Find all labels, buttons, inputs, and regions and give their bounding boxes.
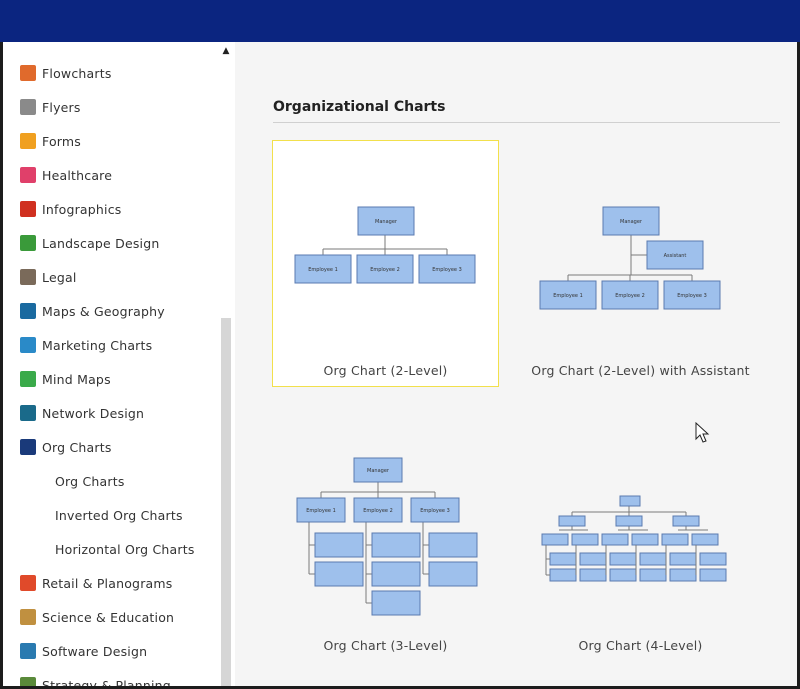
scales-icon: [20, 269, 36, 285]
sidebar-item-flowcharts[interactable]: Flowcharts: [20, 56, 195, 90]
org-chart-icon: [20, 439, 36, 455]
sidebar-item-marketing-charts[interactable]: Marketing Charts: [20, 328, 195, 362]
sidebar-item-software-design[interactable]: Software Design: [20, 634, 195, 668]
mouse-pointer-icon: [695, 422, 710, 443]
sidebar-subitem-inverted-org-charts[interactable]: Inverted Org Charts: [55, 507, 183, 523]
sidebar-item-label: Org Charts: [42, 439, 112, 455]
strategy-icon: [20, 677, 36, 686]
section-title: Organizational Charts: [273, 99, 446, 115]
flyer-icon: [20, 99, 36, 115]
employee-3-box-label: Employee 3: [677, 293, 707, 299]
manager-box-label: Manager: [375, 219, 398, 225]
flowchart-icon: [20, 65, 36, 81]
sidebar-item-label: Maps & Geography: [42, 303, 165, 319]
form-icon: [20, 133, 36, 149]
mind-map-icon: [20, 371, 36, 387]
title-bar: [0, 0, 800, 42]
employee-2-box-label: Employee 2: [615, 293, 645, 299]
infographic-icon: [20, 201, 36, 217]
science-icon: [20, 609, 36, 625]
network-icon: [20, 405, 36, 421]
sidebar-item-network-design[interactable]: Network Design: [20, 396, 195, 430]
sidebar-item-legal[interactable]: Legal: [20, 260, 195, 294]
template-org-chart-2-level-assistant[interactable]: Manager Assistant Employee 1 Employee 2 …: [528, 141, 753, 386]
sidebar-item-label: Healthcare: [42, 167, 113, 183]
org-chart-3-level-thumbnail: Manager Employee 1 Employee 2 Employee 3: [296, 457, 478, 616]
template-gallery: Organizational Charts M: [235, 42, 797, 686]
sidebar-item-healthcare[interactable]: Healthcare: [20, 158, 195, 192]
sidebar-scrollbar[interactable]: [221, 318, 231, 686]
template-label: Org Chart (3-Level): [323, 638, 448, 653]
map-icon: [20, 303, 36, 319]
employee-3-box-label: Employee 3: [420, 508, 450, 514]
employee-1-box-label: Employee 1: [553, 293, 583, 299]
template-label: Org Chart (4-Level): [578, 638, 703, 653]
sidebar-subitem-horizontal-org-charts[interactable]: Horizontal Org Charts: [55, 541, 195, 557]
template-org-chart-3-level[interactable]: Manager Employee 1 Employee 2 Employee 3…: [273, 442, 498, 686]
sidebar-item-label: Flyers: [42, 99, 81, 115]
sidebar-item-org-charts[interactable]: Org Charts: [20, 430, 195, 464]
sidebar-item-label: Mind Maps: [42, 371, 111, 387]
software-icon: [20, 643, 36, 659]
sidebar-item-label: Marketing Charts: [42, 337, 153, 353]
sidebar-item-label: Forms: [42, 133, 82, 149]
marketing-icon: [20, 337, 36, 353]
sidebar-item-maps-geography[interactable]: Maps & Geography: [20, 294, 195, 328]
sidebar-item-flyers[interactable]: Flyers: [20, 90, 195, 124]
assistant-box-label: Assistant: [664, 253, 687, 259]
healthcare-icon: [20, 167, 36, 183]
manager-box-label: Manager: [367, 468, 390, 474]
sidebar-item-label: Infographics: [42, 201, 122, 217]
sidebar-item-label: Legal: [42, 269, 77, 285]
sidebar-item-label: Network Design: [42, 405, 145, 421]
employee-1-box-label: Employee 1: [306, 508, 336, 514]
sidebar-item-science-education[interactable]: Science & Education: [20, 600, 195, 634]
sidebar-item-label: Strategy & Planning: [42, 677, 171, 687]
template-org-chart-4-level[interactable]: Org Chart (4-Level): [528, 442, 753, 686]
section-divider: [273, 122, 780, 123]
sidebar-item-retail-planograms[interactable]: Retail & Planograms: [20, 566, 195, 600]
sidebar-item-forms[interactable]: Forms: [20, 124, 195, 158]
org-chart-2-level-thumbnail: Manager Employee 1 Employee 2 Employee 3: [294, 206, 476, 284]
sidebar-item-label: Science & Education: [42, 609, 175, 625]
scroll-up-arrow-icon[interactable]: ▲: [222, 46, 230, 56]
org-chart-2-level-assistant-thumbnail: Manager Assistant Employee 1 Employee 2 …: [539, 206, 721, 310]
template-org-chart-2-level[interactable]: Manager Employee 1 Employee 2 Employee 3…: [272, 140, 499, 387]
sidebar-item-label: Landscape Design: [42, 235, 160, 251]
sidebar-subitem-org-charts[interactable]: Org Charts: [55, 473, 125, 489]
sidebar-item-mind-maps[interactable]: Mind Maps: [20, 362, 195, 396]
sidebar-item-label: Flowcharts: [42, 65, 112, 81]
retail-icon: [20, 575, 36, 591]
manager-box-label: Manager: [620, 219, 643, 225]
employee-2-box-label: Employee 2: [370, 267, 400, 273]
template-label: Org Chart (2-Level) with Assistant: [531, 363, 750, 378]
org-chart-4-level-thumbnail: [541, 495, 727, 582]
employee-1-box-label: Employee 1: [308, 267, 338, 273]
sidebar-item-strategy-planning[interactable]: Strategy & Planning: [20, 668, 195, 686]
sidebar-item-label: Retail & Planograms: [42, 575, 173, 591]
employee-2-box-label: Employee 2: [363, 508, 393, 514]
template-label: Org Chart (2-Level): [323, 363, 448, 378]
landscape-icon: [20, 235, 36, 251]
sidebar-item-landscape-design[interactable]: Landscape Design: [20, 226, 195, 260]
employee-3-box-label: Employee 3: [432, 267, 462, 273]
sidebar-item-label: Software Design: [42, 643, 148, 659]
sidebar-item-infographics[interactable]: Infographics: [20, 192, 195, 226]
